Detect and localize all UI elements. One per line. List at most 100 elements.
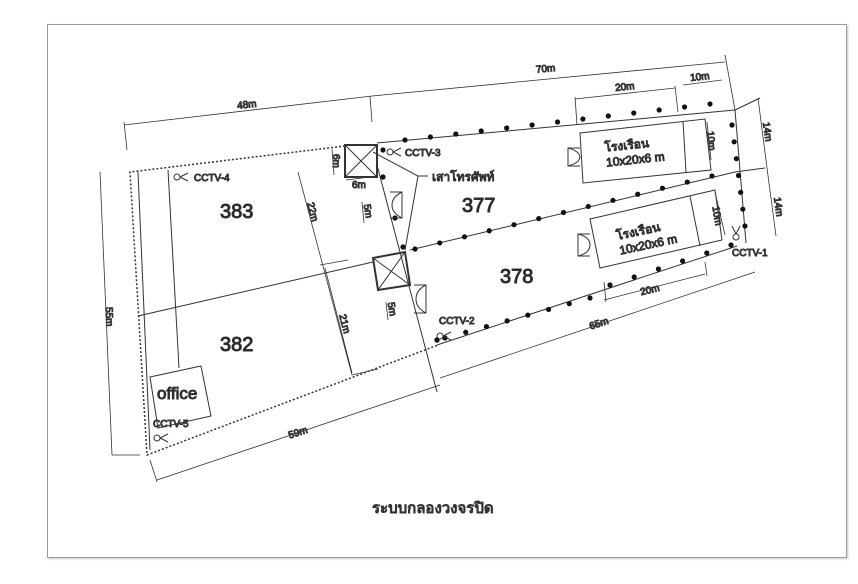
dim-top-total: 70m xyxy=(536,63,556,76)
fence-post xyxy=(536,215,542,222)
fence-post xyxy=(427,134,434,140)
fence-post xyxy=(483,323,490,330)
fence-post xyxy=(728,242,734,248)
fence-post xyxy=(545,306,552,313)
boathouse-top-name: โรงเรือน xyxy=(604,136,650,155)
fence-top xyxy=(376,109,736,144)
camera-icon xyxy=(386,147,402,157)
dim-gate-top: 5m xyxy=(361,203,374,219)
fence-post xyxy=(380,174,386,180)
fence-post xyxy=(729,122,735,128)
boundary-dotted xyxy=(129,145,439,457)
dim-gate-bottom: 5m xyxy=(385,301,398,317)
fence-post xyxy=(529,122,535,128)
pole-box-top xyxy=(344,144,378,178)
dim-boat-top-gap: 10m xyxy=(690,71,710,84)
boathouse-top xyxy=(567,118,712,184)
office-building xyxy=(149,365,212,429)
camera-icon xyxy=(731,225,741,241)
gate-top xyxy=(390,191,403,219)
boathouse-bottom xyxy=(577,189,723,269)
fence-post xyxy=(610,197,616,203)
drawing-frame xyxy=(47,24,847,558)
fence-post xyxy=(707,101,713,107)
fence-bottom xyxy=(436,245,738,346)
fence-post xyxy=(504,318,510,324)
fence-post xyxy=(742,223,748,229)
dim-boat-bottom-length: 20m xyxy=(639,283,661,298)
fence-post xyxy=(659,185,666,191)
dim-left-height: 55m xyxy=(103,307,115,327)
dimension-lines xyxy=(99,54,777,483)
camera-icon xyxy=(173,172,189,182)
fence-post xyxy=(738,189,744,195)
fence-post xyxy=(400,244,406,250)
fence-post xyxy=(656,107,662,113)
dim-right-top: 14m xyxy=(760,122,774,143)
fence-post xyxy=(680,258,686,264)
fence-post xyxy=(511,222,517,228)
fence-post xyxy=(735,172,742,179)
divider-383-382 xyxy=(137,261,374,317)
boathouse-top-size: 10x20x6 m xyxy=(605,150,665,170)
dim-boat-top-length: 20m xyxy=(615,81,635,94)
inner-left-line xyxy=(137,171,151,451)
fence-post xyxy=(704,250,710,256)
fence-post xyxy=(566,301,572,307)
plot-377-label: 377 xyxy=(462,195,495,217)
camera-icon xyxy=(153,433,169,443)
drawing-title: ระบบกลองวงจรปิด xyxy=(372,499,494,517)
fence-post xyxy=(605,113,611,119)
fence-post xyxy=(504,125,510,131)
fence-post xyxy=(740,206,746,212)
dim-bottom-right: 65m xyxy=(588,316,610,332)
cctv-5-label: CCTV-5 xyxy=(153,419,189,430)
cctv-4-label: CCTV-4 xyxy=(194,173,230,184)
dim-plot383-depth: 22m xyxy=(304,201,320,223)
fence-post xyxy=(434,337,440,343)
fence-post xyxy=(635,191,641,197)
fence-post xyxy=(580,116,586,122)
plot-378-label: 378 xyxy=(500,266,533,288)
fence-post xyxy=(463,329,469,335)
fence-post xyxy=(684,179,690,185)
office-label: office xyxy=(157,384,197,403)
fence-post xyxy=(681,104,688,110)
fence-post xyxy=(560,209,567,216)
fence-post xyxy=(437,240,443,246)
fence-vertical xyxy=(376,164,438,393)
fence-post xyxy=(631,110,637,116)
fence-posts xyxy=(380,101,748,343)
fence-post xyxy=(607,282,613,288)
fence-post xyxy=(412,246,418,252)
dim-pole-box-w: 6m xyxy=(352,180,366,191)
cctv-camera-icons xyxy=(153,147,741,443)
boat-fence-line xyxy=(734,167,766,173)
fence-post xyxy=(380,147,386,153)
dim-right-bottom: 14m xyxy=(771,197,785,218)
fence-post xyxy=(402,137,408,143)
cctv-3-label: CCTV-3 xyxy=(405,148,441,159)
fence-post xyxy=(525,312,531,318)
fence-post xyxy=(731,139,737,145)
pole-label: เสาโทรศัพท์ xyxy=(432,170,494,184)
boat-fence-line2 xyxy=(734,97,761,111)
fence-post xyxy=(478,128,484,134)
fence-post xyxy=(453,131,459,137)
fence-post xyxy=(631,274,637,280)
dim-pole-box-h: 6m xyxy=(330,154,341,168)
cctv-2-label: CCTV-2 xyxy=(439,316,475,327)
fence-post xyxy=(461,234,468,240)
dim-plot382-depth: 21m xyxy=(336,313,352,335)
dim-boat-bottom-width: 10m xyxy=(709,205,723,226)
fence-post xyxy=(486,228,492,234)
gate-bottom xyxy=(414,284,427,314)
dim-bottom-left: 59m xyxy=(287,425,309,441)
fence-post xyxy=(733,156,739,162)
fence-post xyxy=(587,295,593,301)
fence-post xyxy=(585,203,591,210)
office-line xyxy=(167,169,180,369)
fence-post xyxy=(709,173,715,179)
fence-post xyxy=(554,119,561,125)
